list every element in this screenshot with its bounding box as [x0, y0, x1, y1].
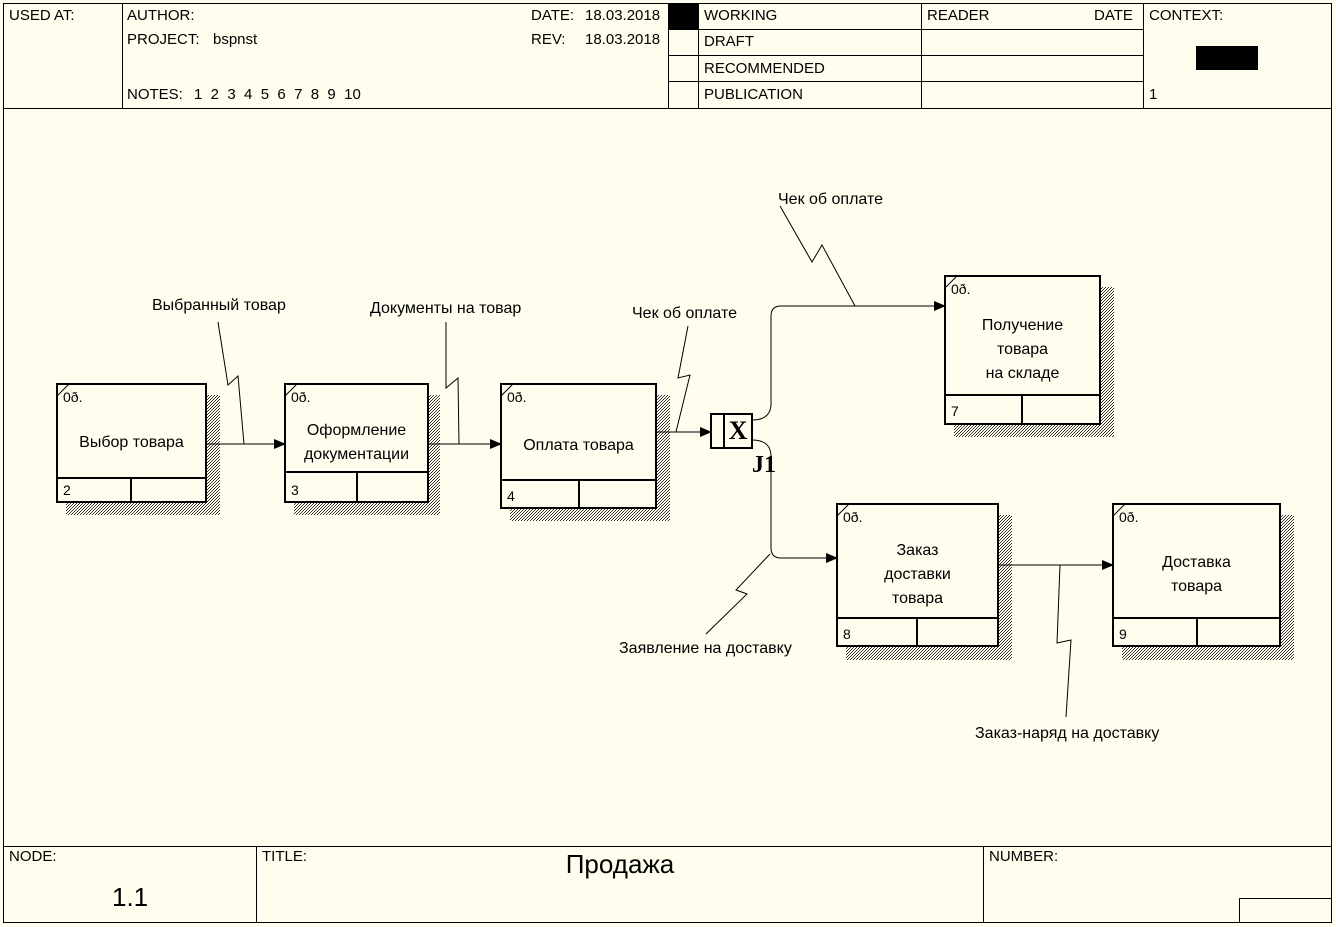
junction-label: J1 [752, 452, 776, 478]
arrow-label: Документы на товар [370, 300, 522, 317]
box-title: Оплата товара [523, 437, 634, 454]
reader-label: READER [927, 7, 990, 24]
box-shadows [66, 287, 1294, 660]
box-code: 0ð. [1119, 509, 1139, 525]
status-working: WORKING [704, 7, 778, 24]
arrow-label: Чек об оплате [778, 191, 884, 208]
author-label: AUTHOR: [127, 7, 195, 24]
date-label: DATE: [531, 7, 575, 24]
status-recommended: RECOMMENDED [704, 60, 825, 77]
node-value: 1.1 [112, 882, 149, 912]
box-number: 9 [1119, 626, 1127, 642]
context-value: 1 [1149, 86, 1158, 103]
arrow-label: Выбранный товар [152, 297, 286, 314]
arrow-receipt-to-warehouse [751, 301, 946, 421]
box-dividers [56, 275, 1280, 646]
function-boxes [56, 275, 1281, 647]
arrow-delivery-application [751, 439, 838, 563]
box-code: 0ð. [63, 389, 83, 405]
box-number: 4 [507, 488, 515, 504]
page-frame [3, 3, 1332, 923]
context-label: CONTEXT: [1149, 7, 1224, 24]
junction-j1 [710, 413, 753, 449]
status-publication: PUBLICATION [704, 86, 803, 103]
used-at-label: USED AT: [9, 7, 75, 24]
arrow-label: Заявление на доставку [619, 640, 792, 657]
box-title: Оформление документации [303, 422, 410, 463]
project-value: bspnst [213, 31, 258, 48]
working-status-marker [669, 4, 698, 29]
box-title: Доставка товара [1162, 554, 1231, 595]
arrows [206, 205, 1114, 718]
reader-date-label: DATE [1094, 7, 1133, 24]
box-title: Заказ доставки товара [884, 542, 951, 607]
box-number: 8 [843, 626, 851, 642]
box-number: 3 [291, 482, 299, 498]
context-thumbnail [1196, 46, 1258, 70]
notes-values: 1 2 3 4 5 6 7 8 9 10 [194, 86, 361, 103]
title-label: TITLE: [262, 848, 308, 865]
box-number: 2 [63, 482, 71, 498]
rev-label: REV: [531, 31, 566, 48]
project-label: PROJECT: [127, 31, 200, 48]
junction-symbol: X [728, 416, 748, 445]
box-code: 0ð. [291, 389, 311, 405]
date-value: 18.03.2018 [585, 7, 661, 24]
number-label: NUMBER: [989, 848, 1059, 865]
rev-value: 18.03.2018 [585, 31, 661, 48]
box-code: 0ð. [507, 389, 527, 405]
box-number: 7 [951, 403, 959, 419]
diagram-title: Продажа [565, 849, 675, 879]
arrow-label: Заказ-наряд на доставку [975, 725, 1160, 742]
box-code: 0ð. [951, 281, 971, 297]
status-draft: DRAFT [704, 33, 754, 50]
box-title: Получение товара на складе [981, 317, 1064, 382]
box-title: Выбор товара [79, 434, 184, 451]
arrow-label: Чек об оплате [632, 305, 738, 322]
notes-label: NOTES: [127, 86, 183, 103]
box-code: 0ð. [843, 509, 863, 525]
node-label: NODE: [9, 848, 57, 865]
